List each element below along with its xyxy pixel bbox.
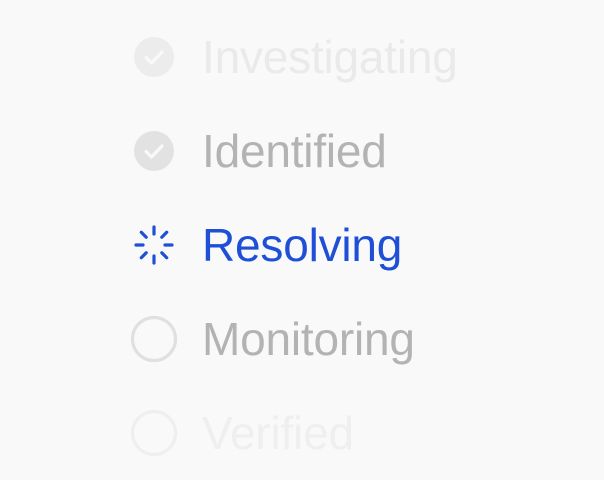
check-circle-icon [130, 33, 178, 81]
step-label: Identified [202, 125, 387, 177]
step-investigating: Investigating [130, 32, 458, 82]
step-monitoring: Monitoring [130, 314, 415, 364]
step-resolving: Resolving [130, 220, 402, 270]
step-label: Verified [202, 407, 354, 459]
step-label: Investigating [202, 31, 458, 83]
check-circle-icon [130, 127, 178, 175]
empty-circle-icon [130, 315, 178, 363]
step-label: Monitoring [202, 313, 415, 365]
step-identified: Identified [130, 126, 387, 176]
spinner-icon [130, 221, 178, 269]
step-label: Resolving [202, 219, 403, 271]
empty-circle-icon [130, 409, 178, 457]
step-verified: Verified [130, 408, 354, 458]
